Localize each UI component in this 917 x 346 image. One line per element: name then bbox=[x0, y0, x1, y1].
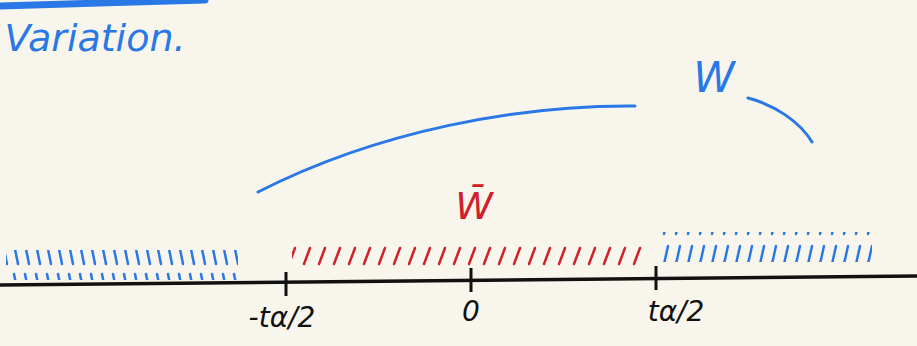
tick bbox=[655, 266, 658, 290]
rejection-region-left bbox=[6, 250, 238, 280]
rejection-region-right bbox=[660, 232, 872, 262]
heading-text: Variation. bbox=[4, 19, 185, 57]
tick-label: 0 bbox=[462, 298, 480, 326]
set-label: W bbox=[693, 57, 735, 99]
leader-curve bbox=[748, 98, 812, 142]
tick-label: -tα/2 bbox=[249, 304, 316, 332]
tick-label: tα/2 bbox=[648, 298, 705, 326]
set-label: W̄ bbox=[455, 187, 493, 225]
tick bbox=[285, 272, 288, 296]
leader-curve bbox=[258, 106, 635, 192]
number-line bbox=[0, 276, 917, 285]
underline bbox=[0, 0, 205, 6]
tick bbox=[470, 268, 473, 292]
acceptance-region bbox=[292, 240, 648, 270]
